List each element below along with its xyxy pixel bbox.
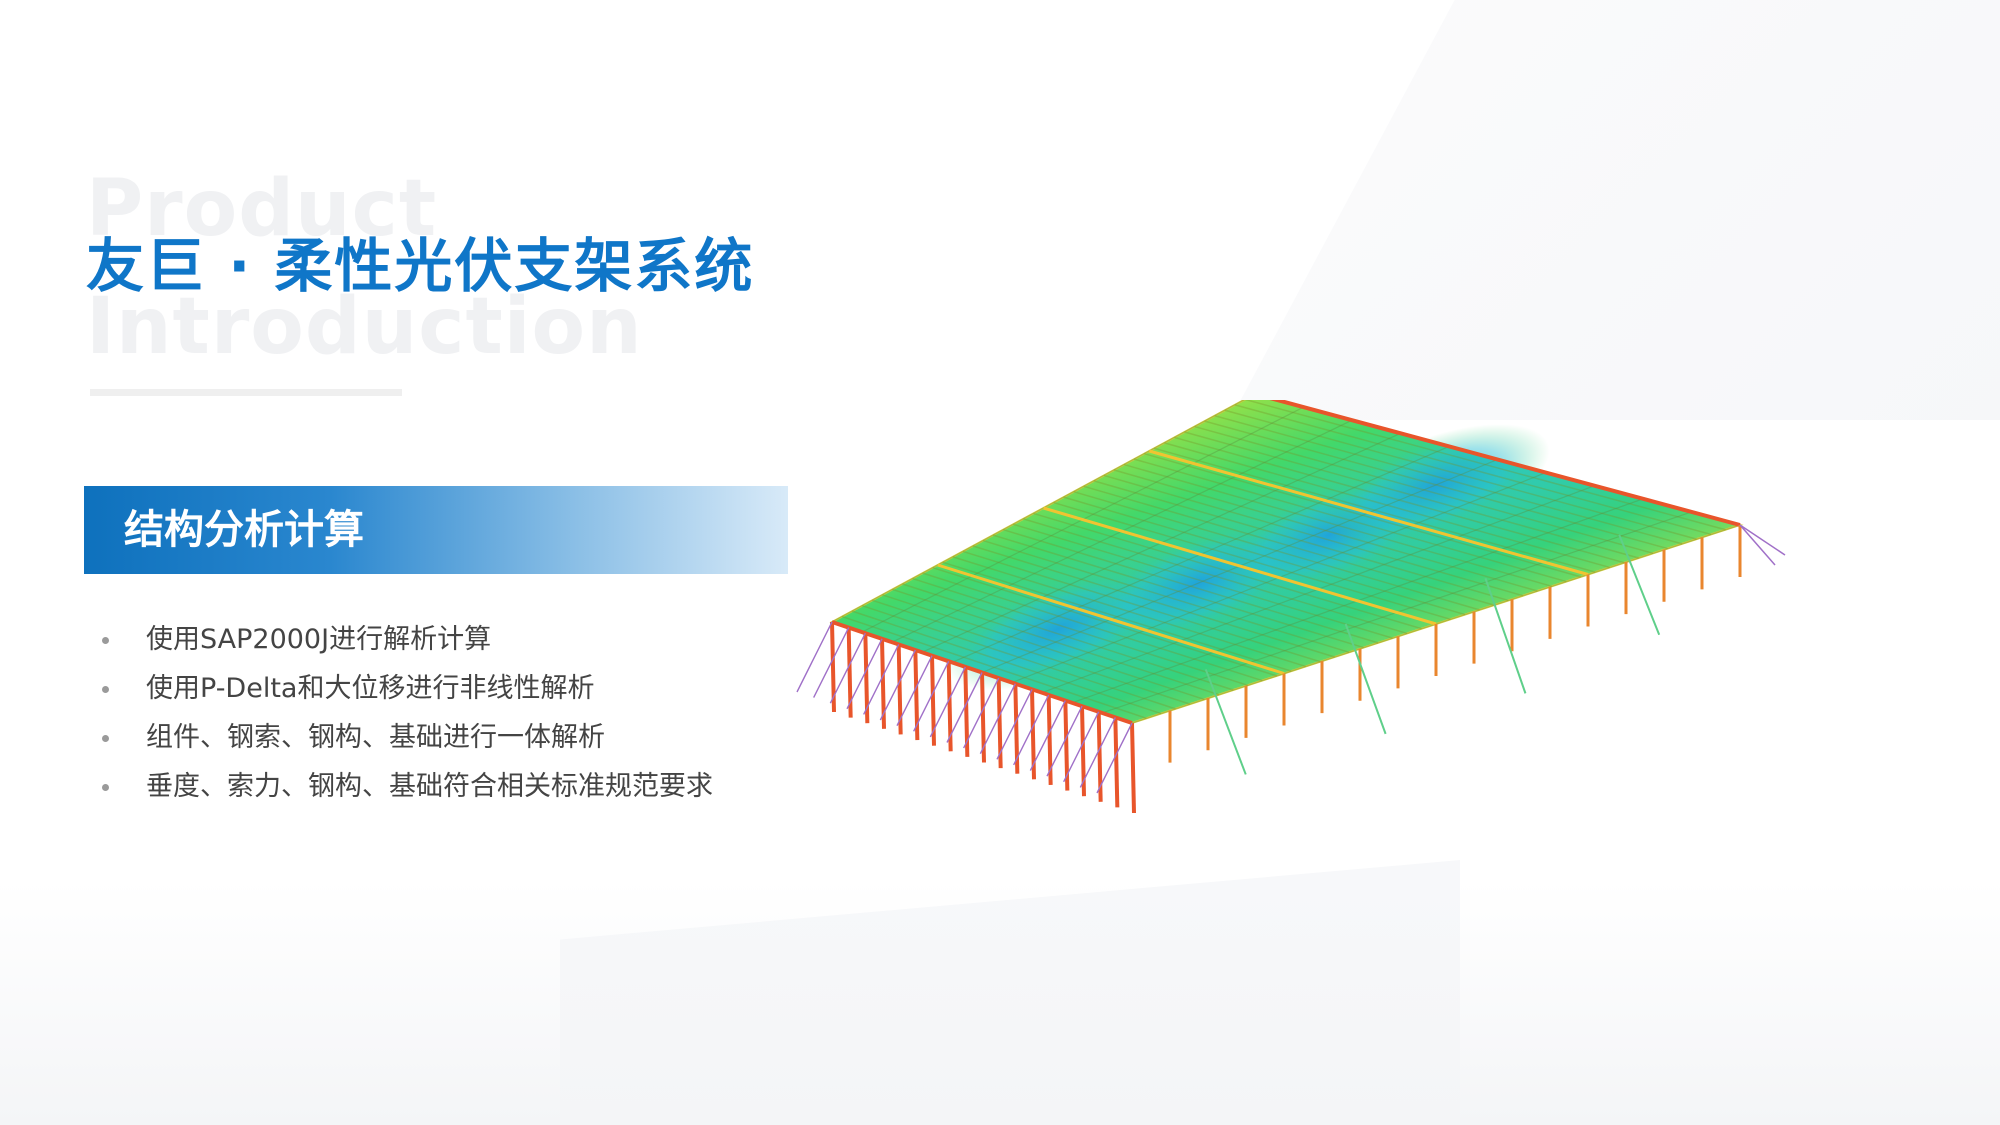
purlin-line [1224,409,1697,540]
purlin-line [1184,431,1639,559]
purlin-line [1053,501,1451,621]
purlin-line [1174,436,1625,564]
tie-cable [979,683,1016,755]
purlin-line [882,594,1205,701]
purlin-line [1133,458,1567,583]
purlin-line [942,561,1292,672]
back-beam [1269,400,1741,527]
bullet-text: 使用SAP2000J进行解析计算 [146,624,492,655]
purlin-line [912,577,1249,687]
purlin-line [982,539,1350,654]
stay-line [1484,578,1527,694]
bullet-text: 组件、钢索、钢构、基础进行一体解析 [146,722,605,753]
tie-cable [863,644,900,715]
purlin-line [851,610,1162,715]
purlin-line [1093,480,1509,602]
span-beam [937,563,1285,675]
purlin-line [1214,414,1683,545]
purlin-line [1063,496,1466,616]
watermark-line-2: Introduction [86,282,643,372]
purlin-line [1073,490,1480,611]
structural-stress-model-icon [796,400,1786,814]
tie-cable [1063,711,1100,783]
watermark-line-1: Product [86,164,438,254]
purlin-line [1204,420,1668,550]
purlin-line [1154,447,1596,573]
purlin-line [1164,442,1610,569]
tie-cable [829,632,866,704]
tie-cable [1079,717,1116,788]
purlin-line [861,605,1176,710]
bullet-dot-icon [102,637,109,644]
tie-cable [879,649,916,721]
purlin-line [1103,474,1524,597]
front-column [1130,722,1136,814]
purlin-line [1194,425,1654,555]
bullet-item: 使用SAP2000J进行解析计算 [96,615,796,664]
bullet-dot-icon [102,735,109,742]
bullet-text: 垂度、索力、钢构、基础符合相关标准规范要求 [146,771,713,802]
purlin-line [1113,469,1538,592]
tie-cable [813,627,850,698]
page-title: 友巨 · 柔性光伏支架系统 [86,232,755,300]
tie-cable [796,621,833,693]
bullet-list: 使用SAP2000J进行解析计算 使用P-Delta和大位移进行非线性解析 组件… [96,615,796,811]
tie-cable [1739,524,1776,566]
tie-cable [946,672,983,743]
span-beam [1043,506,1437,626]
title-underline [90,389,402,396]
section-banner: 结构分析计算 [84,486,788,574]
purlin-line [932,566,1277,677]
purlin-line [1083,485,1495,606]
purlin-line [1234,404,1712,536]
purlin-line [992,534,1364,649]
tie-cable [1096,722,1133,794]
purlin-line [1033,512,1422,630]
purlin-line [1002,528,1379,644]
tie-cable [929,666,966,738]
purlin-line [922,572,1263,682]
purlin-line [892,588,1220,696]
tie-cable [1029,700,1066,771]
front-column [1113,717,1120,808]
purlin-line [1013,523,1393,639]
tie-cable [996,689,1033,760]
tie-cable [1739,524,1786,556]
bullet-item: 使用P-Delta和大位移进行非线性解析 [96,664,796,713]
bullet-item: 垂度、索力、钢构、基础符合相关标准规范要求 [96,762,796,811]
tie-cable [846,638,883,710]
bullet-dot-icon [102,686,109,693]
background-shape-top-right [1230,0,2000,420]
purlin-line [1144,452,1581,578]
bullet-text: 使用P-Delta和大位移进行非线性解析 [146,673,595,704]
stay-line [1204,669,1247,775]
tie-cable [896,655,933,726]
tie-cable [913,660,950,732]
structural-model-image [780,400,1990,1020]
purlin-line [952,556,1306,668]
purlin-line [902,583,1234,691]
tie-cable [1046,705,1083,777]
purlin-line [1123,463,1553,588]
purlin-line [841,615,1147,719]
purlin-line [872,599,1191,705]
stay-line [1344,623,1387,735]
stay-line [1618,534,1661,636]
purlin-line [1244,400,1726,531]
bullet-dot-icon [102,784,109,791]
watermark-text: Product Introduction [86,150,706,386]
purlin-line [972,545,1335,658]
span-beam [1148,449,1589,576]
tie-cable [1013,694,1050,766]
section-heading: 结构分析计算 [124,507,364,553]
bullet-item: 组件、钢索、钢构、基础进行一体解析 [96,713,796,762]
tie-cable [963,677,1000,749]
purlin-line [962,550,1321,663]
purlin-line [1023,518,1408,635]
